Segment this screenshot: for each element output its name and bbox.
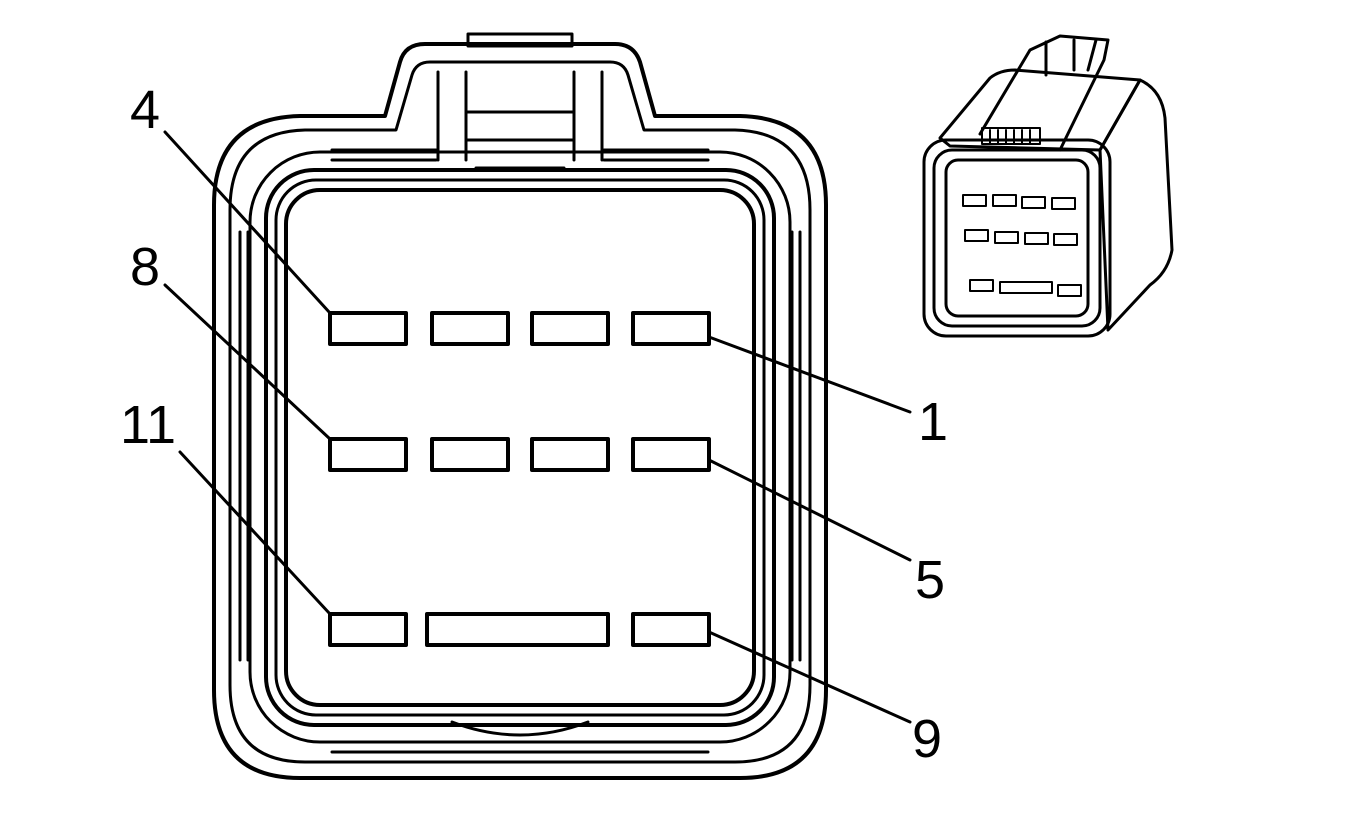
pin-label-11: 11 [120, 395, 176, 455]
latch-grip [981, 127, 1041, 145]
leader-line-9 [707, 630, 912, 724]
connector-perspective-icon [922, 34, 1174, 338]
terminal-cavity-9 [631, 612, 711, 647]
connector-front-inner [944, 158, 1090, 318]
latch-top-bar [466, 32, 574, 48]
leader-line-4 [163, 130, 332, 315]
leader-line-11 [178, 450, 332, 616]
leader-lines [163, 130, 912, 724]
leader-line-1 [707, 335, 912, 414]
terminal-cavity-1 [631, 311, 711, 346]
cavity-outline-inner [284, 188, 756, 707]
connector-side-panel [1098, 78, 1174, 332]
pin-label-5: 5 [915, 550, 945, 610]
pin-label-1: 1 [918, 392, 948, 452]
pin-label-9: 9 [912, 709, 942, 769]
bottom-key [450, 720, 590, 737]
connector-top-panel [938, 68, 1142, 152]
connector-face [212, 32, 828, 780]
terminal-cavity-2 [530, 311, 610, 346]
terminal-cavity-3 [430, 311, 510, 346]
terminal-cavity-5 [631, 437, 711, 472]
pin-labels: 4 8 11 1 5 9 [120, 80, 948, 769]
leader-line-8 [163, 283, 332, 441]
mini-terminal [1021, 196, 1046, 209]
mini-terminal [1057, 284, 1082, 297]
mini-terminal [1053, 233, 1078, 246]
connector-shell-inner-outline [228, 60, 812, 764]
mini-terminal-wide [999, 281, 1053, 294]
pin-label-8: 8 [130, 237, 160, 297]
connector-front-outer [922, 138, 1112, 338]
mini-terminal [962, 194, 987, 207]
mini-terminal [1024, 232, 1049, 245]
terminal-cavity-10 [425, 612, 610, 647]
terminal-cavity-11 [328, 612, 408, 647]
mini-terminal [992, 194, 1017, 207]
pin-label-4: 4 [130, 80, 160, 140]
connector-front-mid [932, 148, 1102, 328]
connector-outer-shell [212, 42, 828, 780]
terminal-cavity-4 [328, 311, 408, 346]
cavity-outline-mid [274, 178, 766, 717]
mini-terminal [969, 279, 994, 292]
mini-terminal [964, 229, 989, 242]
mini-terminal [994, 231, 1019, 244]
terminal-cavity-8 [328, 437, 408, 472]
connector-latch [978, 34, 1110, 152]
leader-line-5 [707, 458, 912, 562]
latch-line-3 [1086, 38, 1098, 72]
mini-terminal [1051, 197, 1076, 210]
cavity-outline-outer [264, 168, 776, 727]
terminal-cavity-6 [530, 437, 610, 472]
terminal-cavity-7 [430, 437, 510, 472]
